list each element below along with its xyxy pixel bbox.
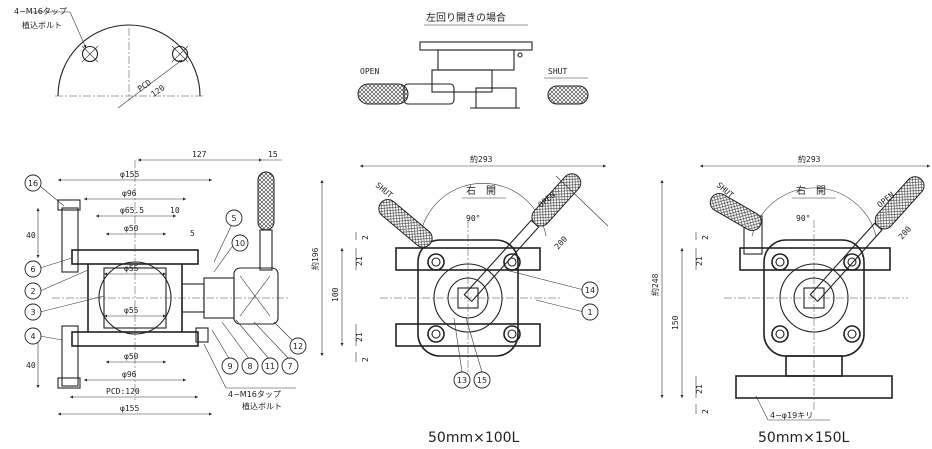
lever-200-100: 200 [553, 234, 569, 251]
svg-text:3: 3 [30, 308, 35, 317]
bolt-pattern-detail: 4−M16タップ 植込ボルト PCD 120 [14, 7, 205, 109]
caption-100: 50mm×100L [428, 430, 520, 446]
svg-text:13: 13 [457, 376, 467, 385]
bolt-hole-left [81, 45, 99, 63]
lever-200-150: 200 [897, 224, 913, 241]
side-tap-label: 4−M16タップ [228, 390, 281, 399]
svg-text:14: 14 [585, 286, 595, 295]
svg-text:11: 11 [265, 362, 275, 371]
height-150: 約248 [650, 273, 660, 296]
svg-text:2: 2 [701, 409, 710, 414]
height-100: 約196 [310, 247, 320, 270]
dim-pcd-bot: PCD:120 [106, 387, 140, 396]
dim-40-bot: 40 [26, 361, 36, 370]
svg-text:10: 10 [235, 239, 245, 248]
direction-150: 右 開 [796, 184, 826, 197]
svg-text:4: 4 [30, 332, 35, 341]
width-150: 約293 [798, 154, 821, 164]
svg-text:1: 1 [587, 308, 592, 317]
dim-40-top: 40 [26, 231, 36, 240]
left-turn-detail: 左回り開きの場合 OPEN SHUT [357, 11, 589, 109]
svg-text:21: 21 [355, 332, 364, 342]
dim-phi96-top: φ96 [122, 189, 137, 198]
dim-phi50-bot: φ50 [124, 352, 139, 361]
angle-100: 90° [466, 214, 480, 223]
shut-label-100: SHUT [374, 181, 395, 200]
dim-phi155-bot: φ155 [120, 404, 139, 413]
svg-text:9: 9 [227, 362, 232, 371]
svg-text:5: 5 [231, 214, 236, 223]
hole-label: 4−φ19キリ [770, 411, 813, 420]
caption-150: 50mm×150L [758, 430, 850, 446]
svg-text:2: 2 [701, 235, 710, 240]
dim-10: 10 [170, 206, 180, 215]
svg-text:2: 2 [361, 357, 370, 362]
svg-text:7: 7 [287, 362, 292, 371]
side-section-view: 127 15 φ155 φ96 φ65.5 10 φ50 5 φ55 φ55 φ… [24, 150, 307, 416]
body-150: 150 [671, 315, 680, 330]
dim-phi155-top: φ155 [120, 170, 139, 179]
tap-label: 4−M16タップ [14, 7, 67, 16]
dim-phi65-5: φ65.5 [120, 206, 144, 215]
direction-100: 右 開 [466, 184, 496, 197]
svg-text:21: 21 [355, 256, 364, 266]
dim-127: 127 [192, 150, 207, 159]
left-turn-title: 左回り開きの場合 [426, 11, 506, 24]
bolt-label: 植込ボルト [22, 20, 62, 30]
dim-5: 5 [190, 229, 195, 238]
angle-150: 90° [796, 214, 810, 223]
side-balloons: 16 6 2 3 4 5 10 9 8 11 7 12 [24, 174, 307, 375]
svg-text:16: 16 [28, 179, 38, 188]
dim-phi96-bot: φ96 [122, 370, 137, 379]
open-label-top: OPEN [360, 67, 379, 76]
svg-text:15: 15 [477, 376, 487, 385]
side-bolt-label: 植込ボルト [242, 401, 282, 411]
svg-text:6: 6 [30, 265, 35, 274]
svg-text:2: 2 [30, 287, 35, 296]
svg-text:2: 2 [361, 235, 370, 240]
svg-text:12: 12 [293, 342, 303, 351]
front-view-100: 約293 右 開 90° SHUT OPEN 200 約196 [310, 154, 609, 446]
svg-text:8: 8 [247, 362, 252, 371]
dim-15: 15 [268, 150, 278, 159]
dim-phi55-a: φ55 [124, 264, 139, 273]
svg-text:21: 21 [695, 256, 704, 266]
dim-phi50-top: φ50 [124, 224, 139, 233]
dim-phi55-b: φ55 [124, 306, 139, 315]
front-view-150: 約293 右 開 90° SHUT OPEN 200 約248 [650, 154, 930, 446]
width-100: 約293 [470, 154, 493, 164]
body-100: 100 [331, 287, 340, 302]
svg-text:21: 21 [695, 384, 704, 394]
shut-label-top: SHUT [548, 67, 567, 76]
lever-grip-side [257, 171, 275, 231]
